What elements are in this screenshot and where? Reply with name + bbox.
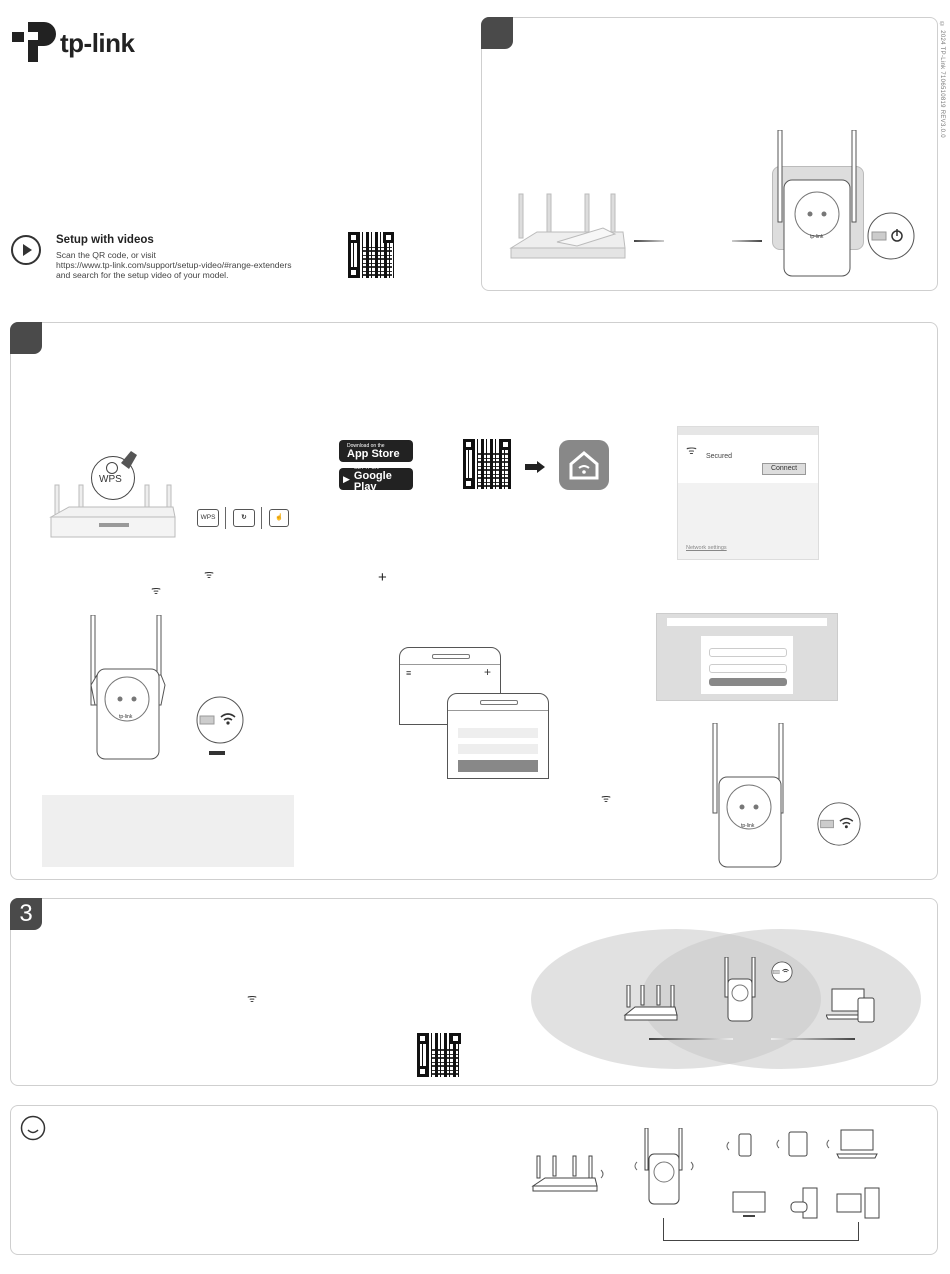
ethernet-cable	[858, 1222, 859, 1240]
address-bar[interactable]	[667, 618, 827, 626]
wifi-list-screen: ᯤ Secured Connect Network settings	[677, 426, 819, 560]
wps-button-circle	[106, 462, 118, 474]
menu-icon[interactable]: ≡	[406, 668, 412, 678]
laptop-icon	[826, 1129, 878, 1159]
range-extender-illustration	[777, 130, 857, 277]
tablet-icon	[776, 1131, 808, 1157]
setup-videos-line1: Scan the QR code, or visit	[56, 250, 156, 260]
note-box	[42, 795, 294, 867]
touch-icon: ☝	[269, 509, 289, 527]
login-button[interactable]	[709, 678, 787, 686]
router-illustration	[509, 193, 626, 259]
range-extender-illustration	[90, 615, 166, 760]
confirm-password-field[interactable]	[709, 664, 787, 673]
network-settings-link[interactable]: Network settings	[686, 545, 727, 551]
sync-icon: ↻	[233, 509, 255, 527]
wifi-icon: ᯤ	[204, 569, 215, 581]
placement-qr-code[interactable]	[417, 1033, 461, 1077]
copyright-text: © 2024 TP-Link 7106510819 REV3.0.0	[939, 22, 945, 138]
wifi-led-callout	[196, 696, 244, 744]
extender-brand-label: tp-link	[741, 823, 755, 829]
range-extender-illustration	[634, 1128, 694, 1205]
tv-icon	[732, 1191, 766, 1217]
tp-link-logo: tp-link	[10, 18, 140, 66]
wifi-list-top	[678, 427, 818, 435]
add-icon[interactable]: +	[484, 665, 492, 679]
wifi-list-item	[678, 435, 818, 483]
range-extender-illustration	[724, 957, 756, 1022]
connect-button[interactable]: Connect	[762, 463, 806, 475]
phone-speaker	[480, 700, 518, 705]
wifi-icon: ᯤ	[601, 793, 612, 805]
wps-icon: WPS	[197, 509, 219, 527]
phone-speaker	[432, 654, 470, 659]
logo-text: tp-link	[60, 28, 135, 58]
extender-coverage-area	[641, 929, 921, 1069]
setup-video-qr-code[interactable]	[348, 232, 394, 278]
tablet-icon	[857, 997, 875, 1023]
app-store-small-text: Download on the	[347, 442, 385, 449]
arrow-left-icon	[649, 1038, 733, 1040]
router-illustration	[623, 985, 678, 1021]
step-1-number-tab	[481, 17, 513, 49]
password-field[interactable]	[709, 648, 787, 657]
arrow-right-icon	[209, 751, 225, 755]
tips-panel	[10, 1105, 938, 1255]
game-console-icon	[790, 1187, 818, 1219]
wifi-secured-label: Secured	[706, 453, 733, 460]
phone-header-line	[448, 710, 548, 711]
smiley-icon	[20, 1115, 46, 1141]
ethernet-cable	[663, 1240, 859, 1241]
login-card	[701, 636, 793, 694]
step-3-panel: 3 ᯤ	[10, 898, 938, 1086]
setup-videos-url[interactable]: https://www.tp-link.com/support/setup-vi…	[56, 260, 292, 270]
step-2-number-tab	[10, 322, 42, 354]
wifi-led-callout	[817, 802, 861, 846]
phone-icon	[726, 1133, 752, 1157]
wifi-icon: ᯤ	[247, 993, 258, 1005]
step-3-number-tab: 3	[10, 898, 42, 930]
device-list-item[interactable]	[458, 744, 538, 754]
google-play-icon: ▶	[343, 473, 350, 484]
play-icon[interactable]	[10, 234, 42, 266]
web-login-screen	[656, 613, 838, 701]
arrow-left-icon	[732, 240, 762, 242]
setup-videos-title: Setup with videos	[56, 234, 154, 246]
extender-brand-label: tp-link	[810, 234, 824, 240]
arrow-right-icon	[634, 240, 664, 242]
wps-router-illustration	[49, 484, 176, 538]
extender-brand-label: tp-link	[119, 714, 133, 720]
app-store-big-text: App Store	[347, 447, 400, 460]
arrow-right-icon	[771, 1038, 855, 1040]
router-illustration	[531, 1155, 604, 1192]
divider	[261, 507, 262, 529]
wifi-led-callout	[771, 961, 793, 983]
setup-videos-line3: and search for the setup video of your m…	[56, 270, 229, 280]
device-list-item-selected[interactable]	[458, 760, 538, 772]
divider	[225, 507, 226, 529]
plus-sign: +	[378, 569, 387, 586]
ethernet-cable	[663, 1218, 664, 1240]
tp-link-logo-mark	[12, 22, 56, 62]
power-led-callout	[867, 212, 915, 260]
desktop-pc-icon	[836, 1187, 880, 1219]
house-app-icon[interactable]	[559, 440, 609, 490]
device-list-item[interactable]	[458, 728, 538, 738]
app-phone-front	[447, 693, 549, 779]
step-1-panel: tp-link	[481, 17, 938, 291]
phone-header-line	[400, 664, 500, 665]
app-qr-code[interactable]	[463, 439, 511, 489]
wifi-signal-icon: ᯤ	[686, 443, 697, 457]
arrow-right-icon	[525, 461, 545, 473]
wifi-icon: ᯤ	[151, 585, 162, 597]
google-small-text: GET IT ON	[353, 465, 379, 471]
range-extender-illustration	[712, 723, 784, 868]
finger-press-icon	[121, 451, 137, 469]
google-big-text: Google Play	[353, 470, 392, 493]
wps-button-label: WPS	[99, 474, 122, 485]
